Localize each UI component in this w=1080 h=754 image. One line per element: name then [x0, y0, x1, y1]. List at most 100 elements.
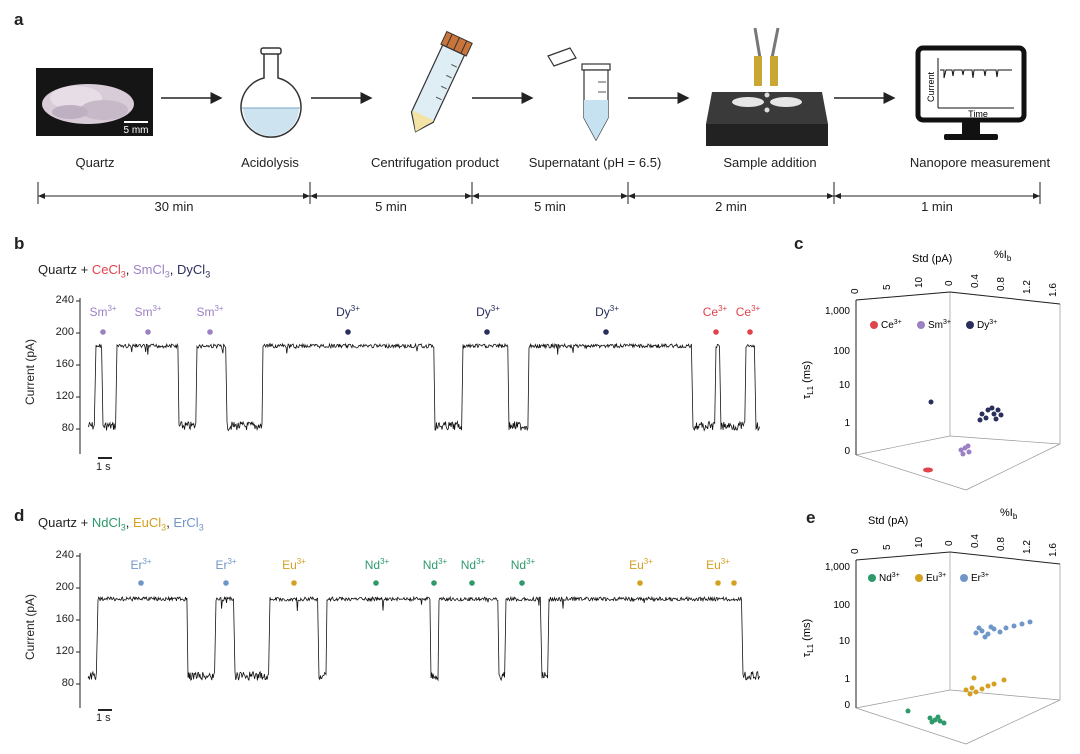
ytick: 80 — [61, 677, 74, 689]
event-marker-d — [138, 580, 144, 586]
reagent-ce: CeCl3 — [91, 262, 126, 280]
ion-label-eu: Eu3+ — [706, 557, 730, 572]
monitor-y-label: Current — [926, 71, 936, 102]
ib-axis-label: %Ib — [994, 249, 1012, 263]
ion-label-nd: Nd3+ — [460, 557, 486, 572]
std-tick: 5 — [882, 284, 893, 290]
event-marker-d — [469, 580, 475, 586]
tau-tick: 100 — [833, 346, 850, 357]
ion-label-er: Er3+ — [130, 557, 152, 572]
legend-marker-eu — [915, 574, 923, 582]
ion-label-sm: Sm3+ — [89, 304, 117, 319]
event-marker-b — [484, 329, 490, 335]
eppendorf-tube-icon — [547, 47, 611, 142]
ytick: 200 — [55, 326, 74, 338]
workflow-diagram: 5 mm — [36, 27, 1041, 204]
flask-icon — [240, 47, 302, 138]
reagent-sm: SmCl3 — [132, 262, 170, 280]
legend-text-dy: Dy3+ — [977, 319, 997, 331]
ion-label-nd: Nd3+ — [510, 557, 536, 572]
duration-label: 5 min — [375, 199, 407, 214]
cluster-sm — [958, 443, 972, 457]
event-marker-d — [637, 580, 643, 586]
panel-d-title: Quartz + NdCl3, EuCl3, ErCl3 — [38, 515, 204, 533]
monitor-icon — [915, 45, 1027, 140]
ib-tick: 0.8 — [996, 537, 1007, 551]
tau-tick: 1,000 — [825, 562, 850, 573]
centrifuge-tube-icon — [410, 30, 473, 133]
reagent-er: ErCl3 — [173, 515, 204, 533]
panel-d-trace — [76, 553, 761, 711]
cluster-nd — [905, 708, 947, 726]
event-marker-d — [223, 580, 229, 586]
cluster-er — [973, 619, 1033, 640]
ion-label-dy: Dy3+ — [336, 304, 360, 319]
ion-label-sm: Sm3+ — [134, 304, 162, 319]
step-label-centrifugation: Centrifugation product — [371, 155, 499, 170]
ytick: 160 — [55, 358, 74, 370]
quartz-photo — [36, 68, 153, 136]
legend-text-er: Er3+ — [971, 572, 989, 584]
cluster-ce — [923, 467, 933, 473]
panel-e-letter: e — [806, 508, 816, 527]
event-marker-b — [603, 329, 609, 335]
timeline — [37, 182, 1041, 204]
legend-marker-dy — [966, 321, 974, 329]
legend-marker-nd — [868, 574, 876, 582]
tau-tick: 10 — [839, 380, 851, 391]
current-trace-b — [87, 342, 760, 432]
legend-marker-ce — [870, 321, 878, 329]
panel-d-letter: d — [14, 506, 25, 525]
ion-label-nd: Nd3+ — [364, 557, 390, 572]
ytick: 200 — [55, 581, 74, 593]
reagent-eu: EuCl3 — [132, 515, 167, 533]
ytick: 240 — [55, 294, 74, 306]
event-marker-d — [731, 580, 737, 586]
legend-text-nd: Nd3+ — [879, 572, 900, 584]
event-marker-b — [100, 329, 106, 335]
ib-tick: 1.6 — [1048, 543, 1059, 557]
ytick: 80 — [61, 422, 74, 434]
current-trace-d — [87, 595, 761, 682]
duration-label: 1 min — [921, 199, 953, 214]
nanopore-device-icon — [706, 27, 828, 146]
ion-label-ce: Ce3+ — [735, 304, 761, 319]
cluster-eu — [963, 675, 1007, 697]
scale-bar-label: 5 mm — [124, 125, 149, 136]
ytick: 120 — [55, 390, 74, 402]
ion-label-dy: Dy3+ — [476, 304, 500, 319]
step-label-nanopore: Nanopore measurement — [909, 155, 1051, 170]
cluster-dy — [928, 399, 1004, 423]
panel-a-letter: a — [14, 10, 24, 29]
step-label-supernatant: Supernatant (pH = 6.5) — [528, 155, 662, 170]
ib-tick: 0.8 — [996, 277, 1007, 291]
ion-label-er: Er3+ — [215, 557, 237, 572]
legend-marker-er — [960, 574, 968, 582]
ion-label-sm: Sm3+ — [196, 304, 224, 319]
title-prefix: Quartz + — [38, 515, 92, 530]
panel-d-scalebar-label: 1 s — [96, 712, 111, 724]
ion-label-ce: Ce3+ — [702, 304, 728, 319]
ib-tick: 0 — [944, 540, 955, 546]
duration-label: 2 min — [715, 199, 747, 214]
ib-tick: 0 — [944, 280, 955, 286]
panel-b-title: Quartz + CeCl3, SmCl3, DyCl3 — [38, 262, 211, 280]
std-tick: 0 — [850, 288, 861, 294]
ion-label-eu: Eu3+ — [282, 557, 306, 572]
panel-e-3d-scatter: 0 5 10 Std (pA) 0 0.4 0.8 1.2 1.6 %Ib 1,… — [801, 507, 1061, 745]
reagent-nd: NdCl3 — [91, 515, 126, 533]
event-marker-b — [207, 329, 213, 335]
ib-tick: 0.4 — [970, 274, 981, 288]
event-marker-d — [715, 580, 721, 586]
tau-axis-label: τL1 (ms) — [801, 361, 815, 399]
event-marker-b — [345, 329, 351, 335]
ib-tick: 1.2 — [1022, 540, 1033, 554]
event-marker-b — [145, 329, 151, 335]
std-tick: 10 — [914, 276, 925, 288]
std-axis-label: Std (pA) — [912, 253, 952, 265]
tau-tick: 1,000 — [825, 306, 850, 317]
tau-axis-label: τL1 (ms) — [801, 619, 815, 657]
legend-marker-sm — [917, 321, 925, 329]
event-marker-d — [291, 580, 297, 586]
tau-tick: 10 — [839, 636, 851, 647]
